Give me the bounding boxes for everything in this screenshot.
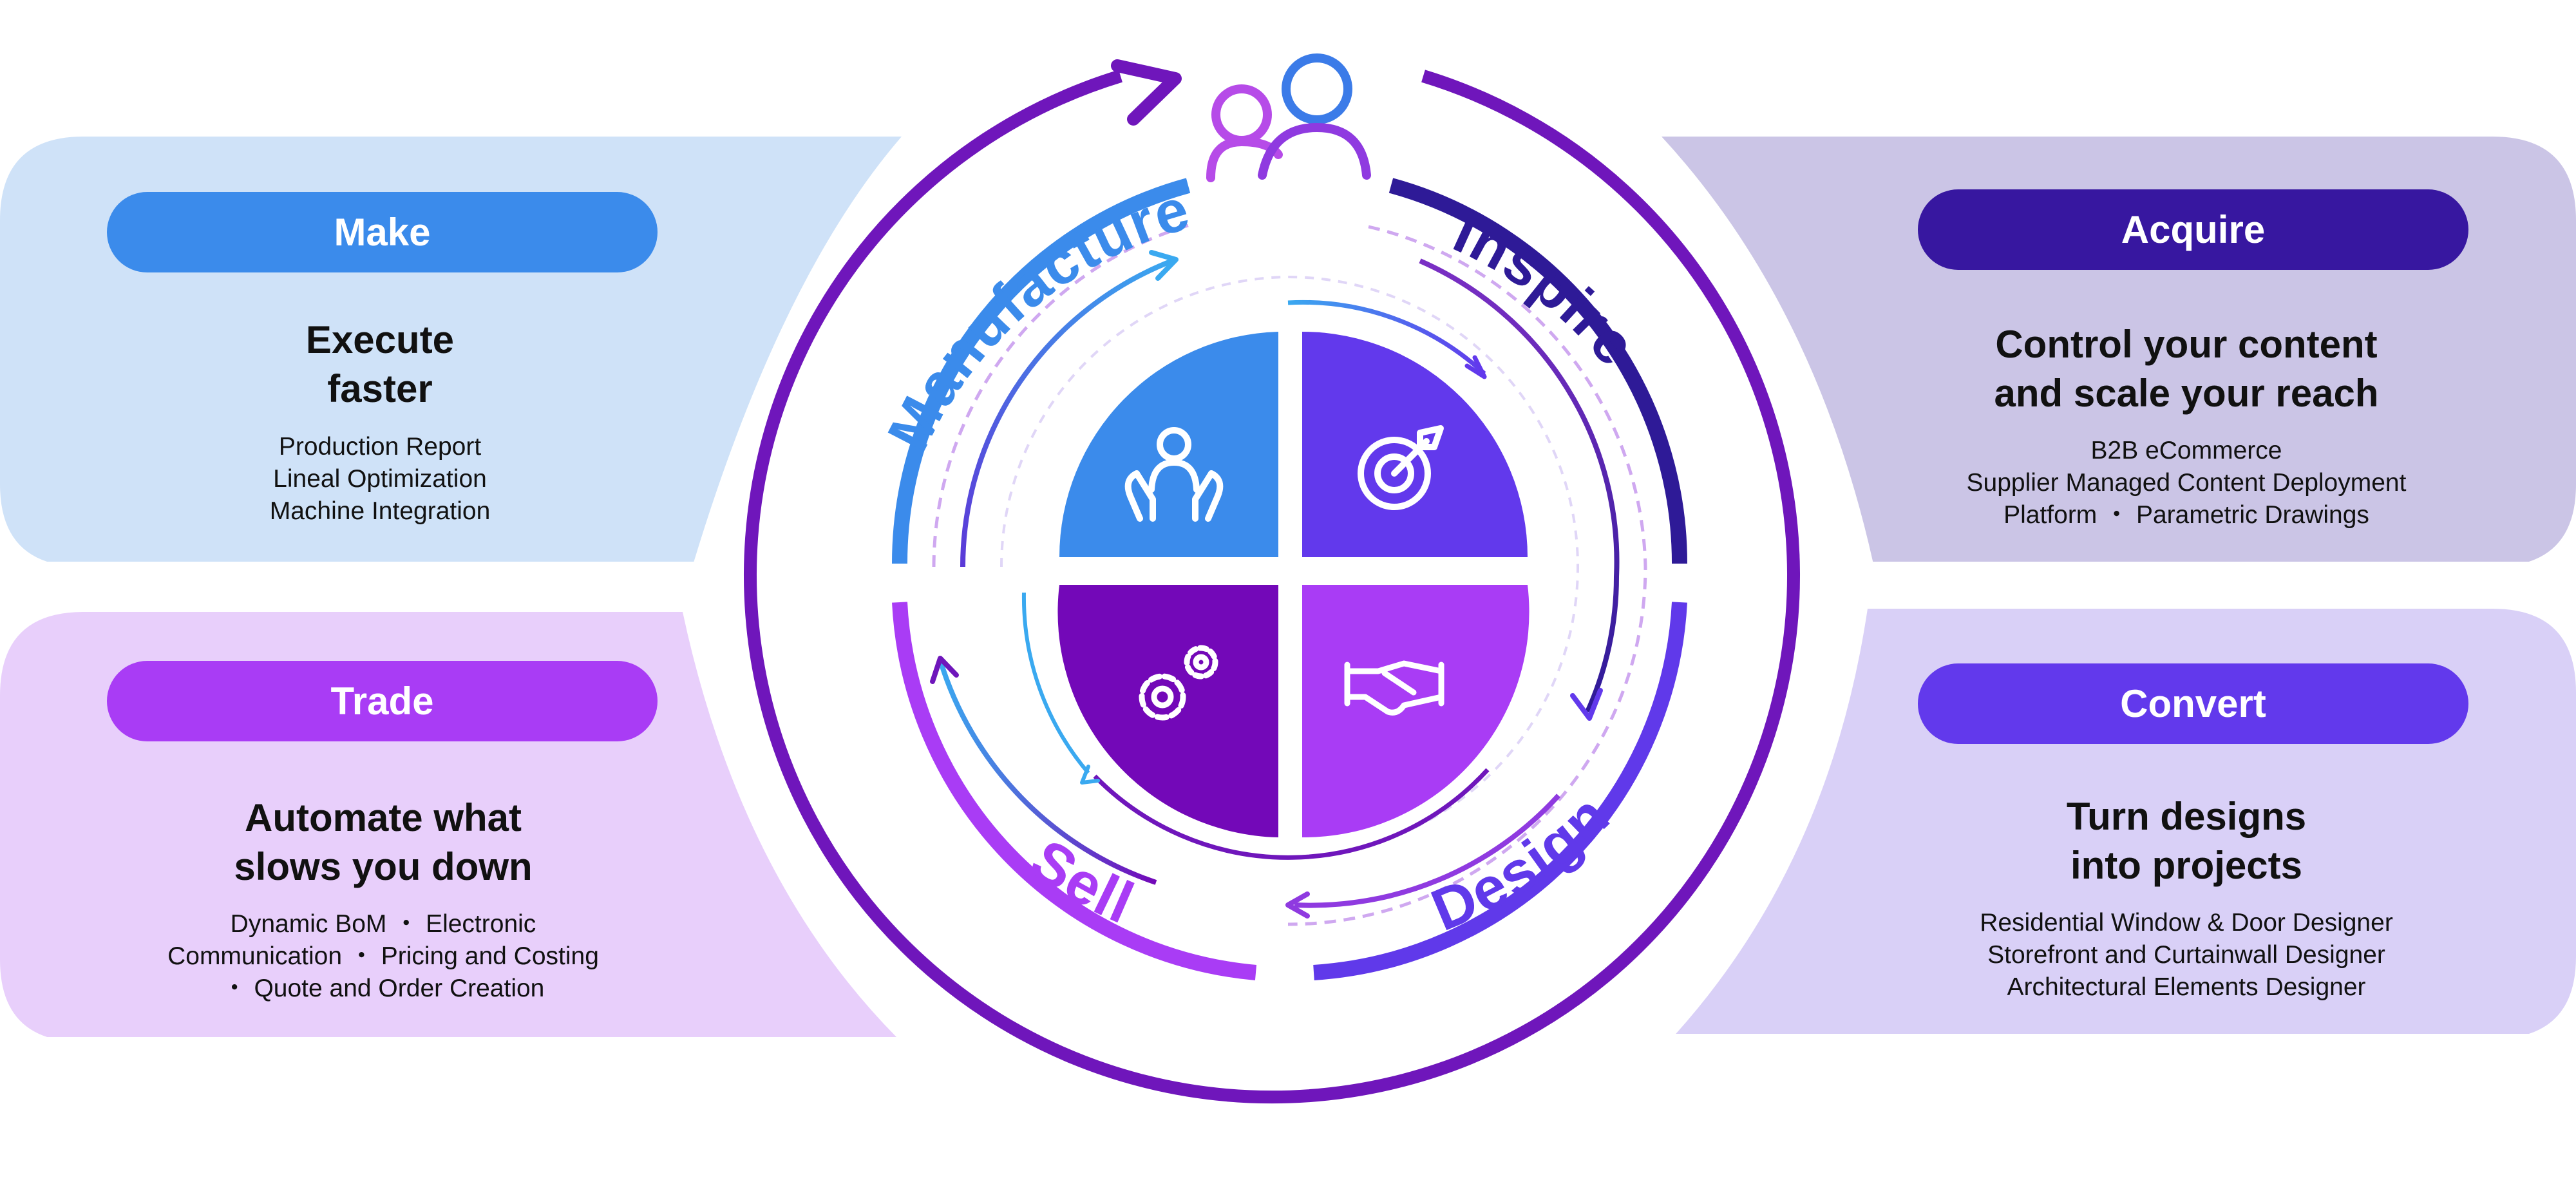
trade-detail-1: Dynamic BoM ・ Electronic [230, 910, 536, 938]
dashed-ring-inner [1000, 275, 1580, 858]
trade-headline-line-1: Automate what [244, 796, 522, 839]
gears-icon [1139, 645, 1218, 721]
make-headline-line-1: Execute [305, 318, 455, 361]
arrowhead-manufacture [1149, 250, 1179, 281]
quadrant-bottom-right [1302, 585, 1530, 838]
arrow-arc-bottom [1093, 768, 1490, 860]
convert-pill: Convert [1918, 663, 2468, 744]
make-pill-label: Make [334, 211, 431, 254]
arrow-arc-manufacture [960, 258, 1173, 567]
users-icon [1206, 53, 1371, 182]
make-panel: Make Execute faster Production Report Li… [0, 137, 1030, 562]
arrowhead-bottom [1080, 765, 1100, 785]
make-detail-3: Machine Integration [269, 497, 491, 525]
acquire-pill: Acquire [1918, 189, 2468, 270]
acquire-panel: Acquire Control your content and scale y… [1546, 137, 2576, 562]
make-headline-line-2: faster [327, 367, 433, 410]
trade-panel: Trade Automate what slows you down Dynam… [0, 612, 1030, 1037]
trade-detail-3: ・ Quote and Order Creation [222, 975, 545, 1002]
acquire-headline-line-2: and scale your reach [1994, 372, 2379, 415]
design-arc [1313, 602, 1687, 980]
target-arrow-icon [1358, 425, 1444, 510]
convert-detail-3: Architectural Elements Designer [2007, 973, 2366, 1001]
dashed-ring-left [932, 224, 1189, 567]
convert-panel: Convert Turn designs into projects Resid… [1546, 609, 2576, 1034]
make-headline: Execute faster [187, 316, 573, 414]
arrowhead-inspire [1570, 688, 1603, 721]
arrow-arc-left-lower [1021, 592, 1090, 774]
arrow-arc-sell [938, 659, 1157, 885]
trade-headline-line-2: slows you down [234, 845, 533, 888]
sell-arc [892, 602, 1257, 980]
acquire-pill-label: Acquire [2121, 208, 2266, 251]
arrow-arc-inspire [1419, 258, 1620, 713]
convert-headline: Turn designs into projects [1993, 792, 2380, 890]
trade-pill: Trade [107, 661, 658, 741]
acquire-details: B2B eCommerce Supplier Managed Content D… [1897, 435, 2476, 531]
dashed-ring-right [1287, 225, 1647, 926]
arrowhead-top [1464, 355, 1487, 379]
inspire-arc [1388, 178, 1688, 564]
convert-headline-line-1: Turn designs [2066, 795, 2307, 838]
convert-detail-2: Storefront and Curtainwall Designer [1987, 941, 2385, 969]
acquire-headline: Control your content and scale your reac… [1929, 320, 2444, 418]
make-detail-1: Production Report [278, 433, 482, 461]
trade-headline: Automate what slows you down [158, 794, 609, 891]
outer-ring [744, 70, 1800, 1104]
person-in-hands-icon [1124, 427, 1224, 522]
acquire-detail-2: Supplier Managed Content Deployment [1966, 469, 2407, 497]
convert-pill-label: Convert [2120, 682, 2266, 725]
acquire-detail-3: Platform ・ Parametric Drawings [2003, 501, 2369, 529]
convert-details: Residential Window & Door Designer Store… [1897, 907, 2476, 1004]
acquire-headline-line-1: Control your content [1995, 323, 2378, 366]
make-pill: Make [107, 192, 658, 272]
wheel-background [737, 13, 1845, 1121]
convert-headline-line-2: into projects [2070, 844, 2303, 887]
make-details: Production Report Lineal Optimization Ma… [187, 431, 573, 528]
quadrant-top-left [1059, 332, 1278, 557]
arrow-arc-top [1287, 300, 1486, 376]
arrowhead-sell [930, 656, 959, 684]
arrow-arc-design [1294, 794, 1560, 908]
arrowhead-design [1285, 891, 1310, 919]
handshake-icon [1344, 660, 1444, 716]
outer-ring-arrow [1111, 59, 1182, 126]
convert-detail-1: Residential Window & Door Designer [1980, 909, 2393, 937]
make-detail-2: Lineal Optimization [273, 465, 487, 493]
quadrant-bottom-left [1057, 585, 1278, 837]
trade-pill-label: Trade [330, 680, 434, 723]
trade-detail-2: Communication ・ Pricing and Costing [167, 942, 599, 970]
manufacture-arc [891, 178, 1191, 564]
acquire-detail-1: B2B eCommerce [2090, 437, 2282, 464]
trade-details: Dynamic BoM ・ Electronic Communication ・… [126, 908, 641, 1005]
